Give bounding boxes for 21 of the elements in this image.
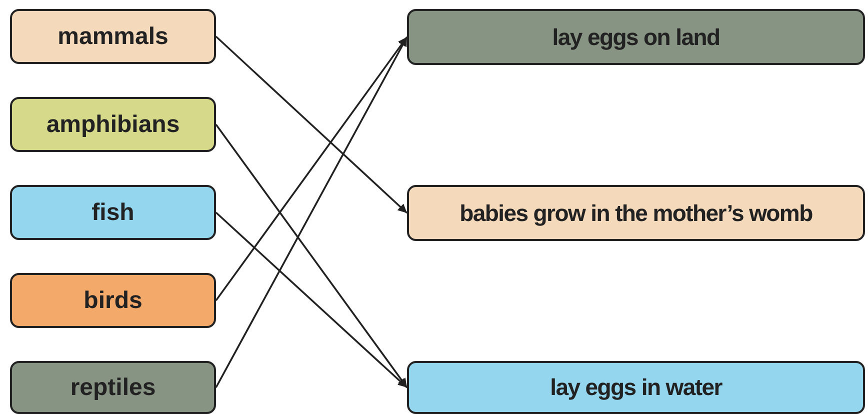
category-box [10,97,216,152]
box-label: fish [92,198,134,226]
category-box [10,9,216,64]
category-box [10,185,216,240]
box-label: mammals [58,22,168,50]
box-label: babies grow in the mother’s womb [460,200,812,226]
trait-box [407,361,865,414]
box-label: lay eggs on land [552,24,720,50]
box-label: amphibians [46,110,180,138]
trait-box [407,9,865,65]
box-label: lay eggs in water [550,374,722,401]
arrow [215,36,408,388]
category-box [10,361,216,414]
box-label: birds [84,286,142,314]
arrow [215,124,408,388]
arrow [215,212,408,388]
box-label: reptiles [70,374,156,402]
trait-box [407,185,865,241]
arrow [215,36,408,214]
category-box [10,273,216,328]
arrow [215,36,408,302]
